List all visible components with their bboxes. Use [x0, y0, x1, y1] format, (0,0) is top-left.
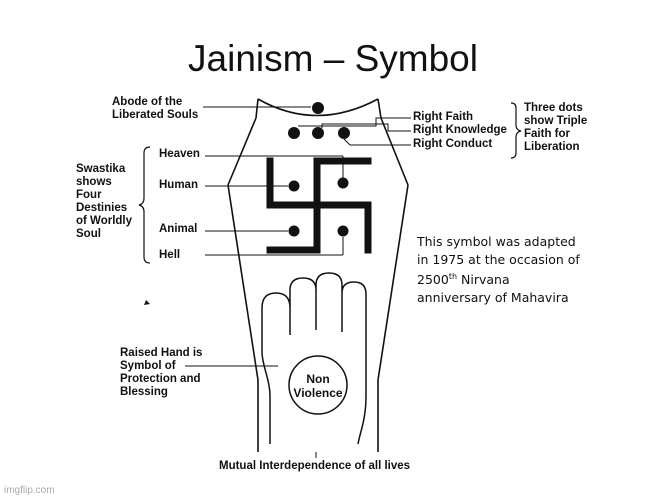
human-label: Human — [159, 179, 198, 191]
non-violence-circle — [288, 355, 348, 415]
swastika — [266, 157, 372, 254]
right-knowledge-dot — [312, 127, 324, 139]
animal-dot — [288, 225, 300, 237]
animal-label: Animal — [159, 223, 198, 235]
hell-dot — [337, 225, 349, 237]
raised-hand — [261, 272, 367, 445]
right-conduct-dot — [338, 127, 350, 139]
right-conduct-label: Right Conduct — [413, 138, 493, 150]
right-faith-dot — [288, 127, 300, 139]
leader-lines — [185, 106, 411, 458]
emblem-outline — [227, 98, 409, 452]
swastika-bracket — [138, 146, 151, 264]
three-dots-bracket — [510, 102, 522, 159]
slide-title: Jainism – Symbol — [188, 38, 478, 79]
stray-mark — [144, 300, 150, 305]
destiny-dots — [288, 177, 349, 237]
jewel-dots — [288, 102, 350, 139]
adoption-note: This symbol was adapted in 1975 at the o… — [417, 233, 617, 306]
human-dot — [288, 180, 300, 192]
right-knowledge-label: Right Knowledge — [413, 124, 507, 136]
brackets — [138, 102, 522, 264]
hell-label: Hell — [159, 249, 181, 261]
heaven-dot — [337, 177, 349, 189]
note-line-2: in 1975 at the occasion of — [417, 251, 580, 267]
note-line-3: 2500th Nirvana — [417, 272, 510, 288]
mutual-interdependence-label: Mutual Interdependence of all lives — [219, 460, 411, 472]
watermark: imgflip.com — [4, 485, 55, 496]
heaven-label: Heaven — [159, 148, 200, 160]
note-line-4: anniversary of Mahavira — [417, 289, 569, 305]
right-faith-label: Right Faith — [413, 111, 474, 123]
note-line-1: This symbol was adapted — [417, 234, 576, 249]
liberated-soul-dot — [312, 102, 324, 114]
